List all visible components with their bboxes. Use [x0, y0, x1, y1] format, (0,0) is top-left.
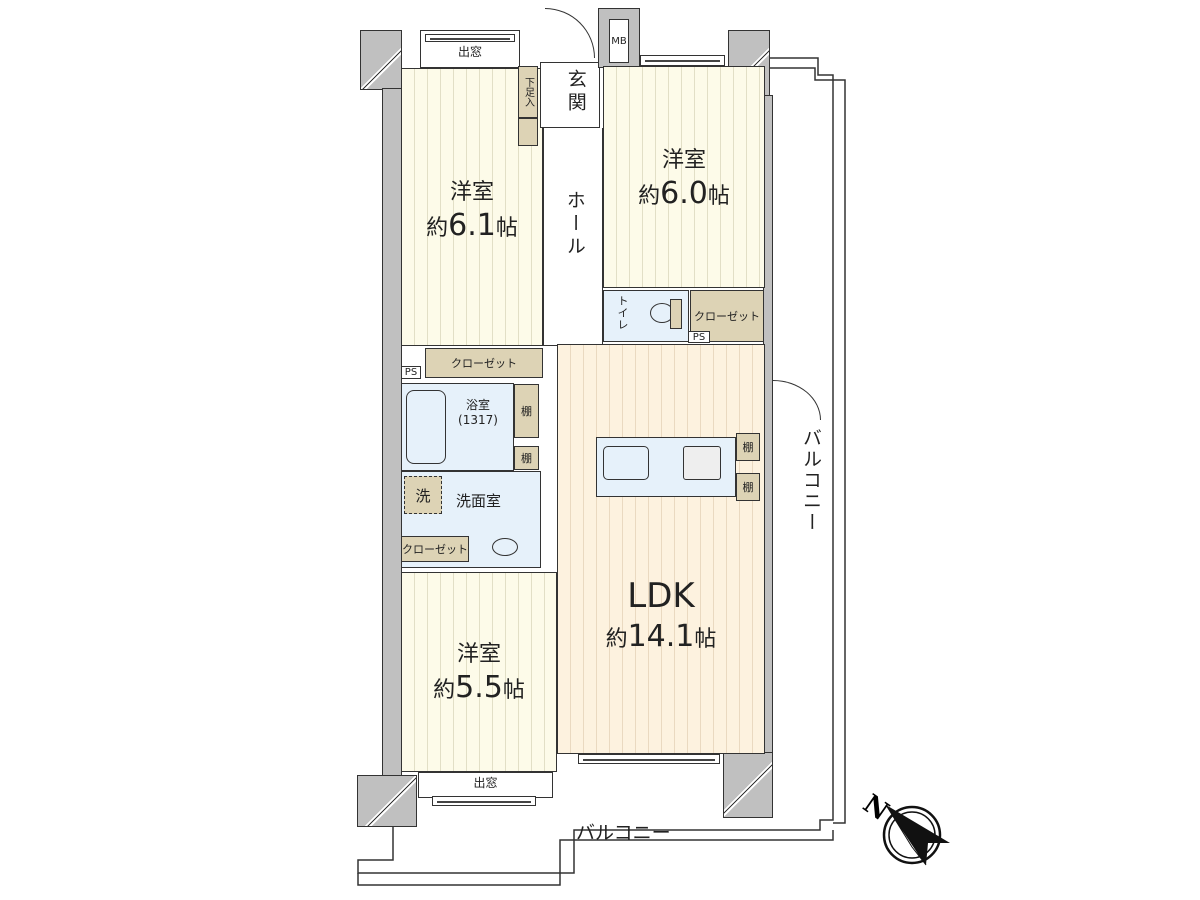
bathroom[interactable]: 浴室 (1317)	[401, 383, 514, 471]
column-se	[723, 752, 773, 818]
entrance-label: 玄関	[564, 69, 587, 115]
room-area-value: 6.1	[448, 207, 496, 243]
toilet[interactable]: トイレ	[603, 290, 689, 342]
bay-window-label: 出窓	[473, 776, 498, 790]
room-western-ne[interactable]: 洋室 約6.0帖	[603, 66, 765, 288]
wall-west	[382, 88, 402, 778]
shelf-lower[interactable]: 棚	[514, 446, 539, 470]
pipe-space-nw: PS	[401, 366, 421, 379]
room-type-label: LDK	[627, 576, 695, 616]
balcony-label-south: バルコニー	[576, 822, 671, 844]
room-type-label: 洋室	[456, 642, 501, 667]
kitchen-sink-icon	[603, 446, 649, 480]
toilet-label: トイレ	[616, 295, 629, 331]
sink-icon	[492, 538, 518, 556]
stove-icon	[683, 446, 721, 480]
shelf-upper[interactable]: 棚	[514, 384, 539, 438]
window-north-ne	[640, 55, 725, 66]
kitchen-shelf-upper[interactable]: 棚	[736, 433, 760, 461]
meter-box-wall: MB	[598, 8, 640, 68]
meter-box: MB	[609, 19, 629, 63]
pipe-space-ne: PS	[688, 331, 710, 343]
room-type-label: 洋室	[449, 180, 494, 205]
closet-nw[interactable]: クローゼット	[425, 348, 543, 378]
bathtub-icon	[406, 390, 446, 464]
hall[interactable]: ホール	[543, 128, 603, 346]
window-south-ldk	[578, 754, 720, 764]
closet-washroom[interactable]: クローゼット	[401, 536, 469, 562]
entrance[interactable]: 玄関	[540, 62, 600, 128]
room-area-value: 5.5	[455, 669, 503, 705]
column-nw	[360, 30, 402, 90]
shoe-closet[interactable]: 下足入	[518, 66, 538, 118]
kitchen-counter	[596, 437, 736, 497]
bay-window-label: 出窓	[457, 45, 482, 59]
room-western-sw[interactable]: 洋室 約5.5帖	[401, 572, 557, 772]
bathroom-label: 浴室	[465, 398, 490, 412]
room-area-value: 6.0	[660, 175, 708, 211]
toilet-tank	[670, 299, 682, 329]
column-sw	[357, 775, 417, 827]
room-western-nw[interactable]: 洋室 約6.1帖	[401, 68, 543, 346]
bay-window-south: 出窓	[418, 772, 553, 798]
room-ldk[interactable]: LDK 約14.1帖 棚 棚	[557, 344, 765, 754]
hall-label: ホール	[563, 190, 586, 259]
compass-north-icon: N	[857, 789, 950, 866]
room-type-label: 洋室	[661, 148, 706, 173]
room-area-value: 14.1	[627, 618, 695, 654]
balcony-label-east: バルコニー	[800, 428, 822, 533]
bathroom-size: (1317)	[458, 413, 498, 427]
shoe-closet-lower[interactable]	[518, 118, 538, 146]
window-south-sw	[432, 796, 536, 806]
kitchen-shelf-lower[interactable]: 棚	[736, 473, 760, 501]
washer-space: 洗	[404, 476, 442, 514]
bay-window-north: 出窓	[420, 30, 520, 68]
washroom-label: 洗面室	[456, 492, 502, 510]
